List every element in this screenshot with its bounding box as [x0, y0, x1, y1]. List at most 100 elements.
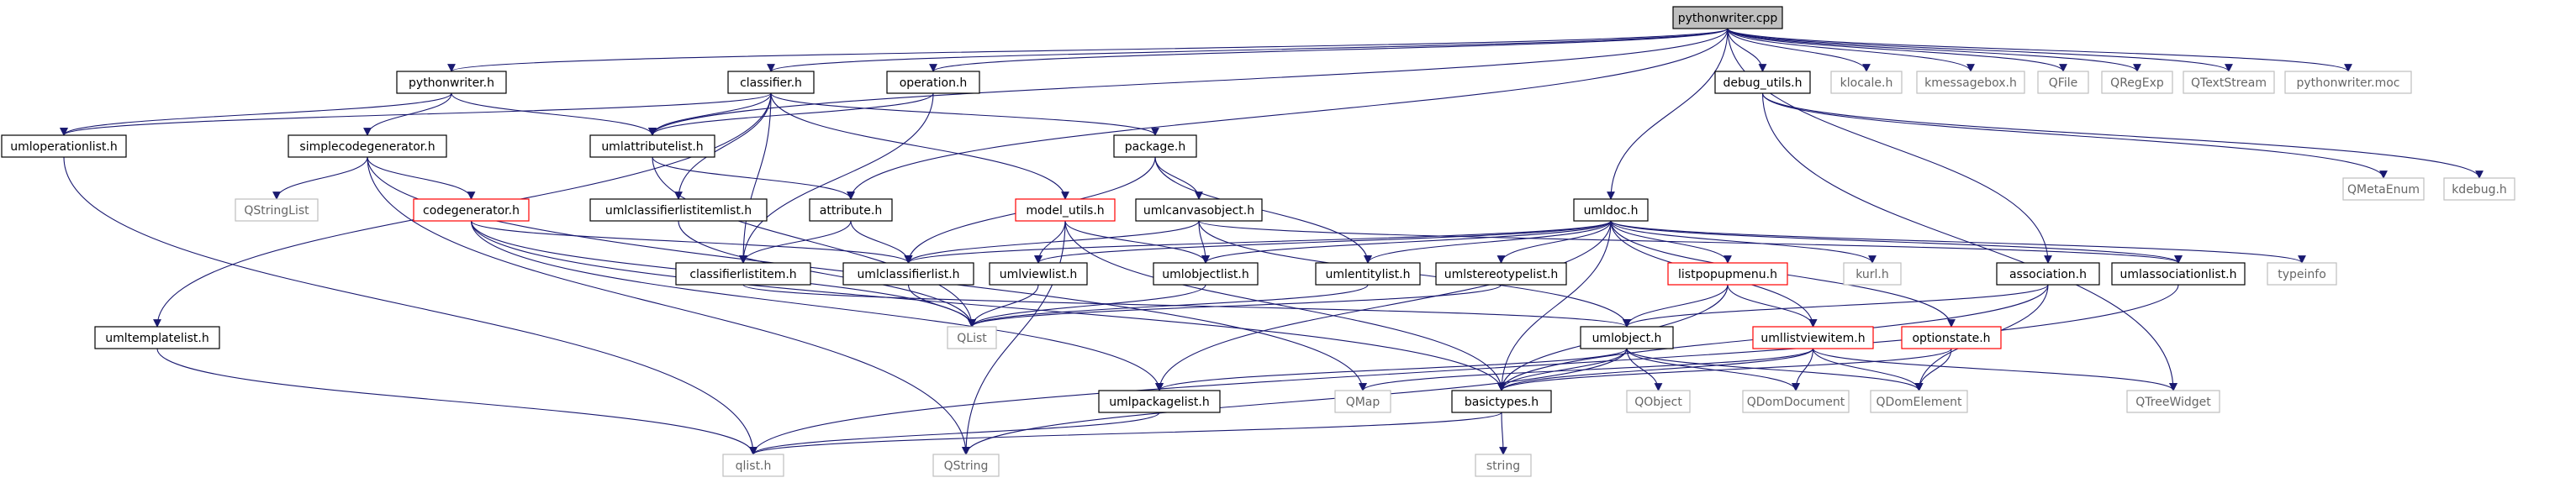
- node-box[interactable]: [932, 454, 1000, 477]
- node-box[interactable]: [2342, 177, 2425, 201]
- node-kdebug-h[interactable]: kdebug.h: [2443, 177, 2515, 201]
- node-QRegExp[interactable]: QRegExp: [2101, 71, 2173, 94]
- node-box[interactable]: [1315, 262, 1421, 286]
- node-QStringList[interactable]: QStringList: [235, 198, 319, 222]
- node-box[interactable]: [675, 262, 811, 286]
- node-box[interactable]: [396, 71, 507, 94]
- node-QList[interactable]: QList: [947, 326, 997, 349]
- node-model-utils-h[interactable]: model_utils.h: [1015, 198, 1116, 222]
- node-box[interactable]: [1870, 390, 1968, 413]
- node-box[interactable]: [1580, 326, 1674, 349]
- node-box[interactable]: [1475, 454, 1532, 477]
- node-box[interactable]: [809, 198, 893, 222]
- node-box[interactable]: [1098, 390, 1221, 413]
- node-box[interactable]: [235, 198, 319, 222]
- node-umlstereotypelist-h[interactable]: umlstereotypelist.h: [1435, 262, 1567, 286]
- node-package-h[interactable]: package.h: [1113, 134, 1197, 158]
- node-box[interactable]: [1, 134, 127, 158]
- node-QTreeWidget[interactable]: QTreeWidget: [2126, 390, 2220, 413]
- node-qlist-h[interactable]: qlist.h: [722, 454, 784, 477]
- node-QDomElement[interactable]: QDomElement: [1870, 390, 1968, 413]
- node-umlentitylist-h[interactable]: umlentitylist.h: [1315, 262, 1421, 286]
- node-box[interactable]: [886, 71, 980, 94]
- node-pythonwriter-cpp[interactable]: pythonwriter.cpp: [1672, 6, 1783, 29]
- node-box[interactable]: [94, 326, 220, 349]
- node-box[interactable]: [288, 134, 447, 158]
- node-box[interactable]: [722, 454, 784, 477]
- node-umldoc-h[interactable]: umldoc.h: [1573, 198, 1649, 222]
- node-pythonwriter-moc[interactable]: pythonwriter.moc: [2284, 71, 2412, 94]
- node-QObject[interactable]: QObject: [1626, 390, 1691, 413]
- node-box[interactable]: [1714, 71, 1811, 94]
- node-box[interactable]: [1435, 262, 1567, 286]
- node-box[interactable]: [2443, 177, 2515, 201]
- node-association-h[interactable]: association.h: [1996, 262, 2100, 286]
- node-umllistviewitem-h[interactable]: umllistviewitem.h: [1752, 326, 1874, 349]
- node-QMetaEnum[interactable]: QMetaEnum: [2342, 177, 2425, 201]
- node-box[interactable]: [1752, 326, 1874, 349]
- node-QMap[interactable]: QMap: [1334, 390, 1391, 413]
- node-box[interactable]: [589, 134, 715, 158]
- node-basictypes-h[interactable]: basictypes.h: [1451, 390, 1552, 413]
- node-QFile[interactable]: QFile: [2037, 71, 2089, 94]
- node-box[interactable]: [2101, 71, 2173, 94]
- node-box[interactable]: [1451, 390, 1552, 413]
- node-box[interactable]: [1667, 262, 1788, 286]
- node-box[interactable]: [727, 71, 815, 94]
- node-QString[interactable]: QString: [932, 454, 1000, 477]
- node-box[interactable]: [1672, 6, 1783, 29]
- node-umlclassifierlistitemlist-h[interactable]: umlclassifierlistitemlist.h: [589, 198, 768, 222]
- node-box[interactable]: [1830, 71, 1903, 94]
- node-umlviewlist-h[interactable]: umlviewlist.h: [989, 262, 1088, 286]
- node-box[interactable]: [1015, 198, 1116, 222]
- node-box[interactable]: [1135, 198, 1263, 222]
- node-umlattributelist-h[interactable]: umlattributelist.h: [589, 134, 715, 158]
- node-box[interactable]: [1113, 134, 1197, 158]
- node-attribute-h[interactable]: attribute.h: [809, 198, 893, 222]
- node-optionstate-h[interactable]: optionstate.h: [1901, 326, 2002, 349]
- node-box[interactable]: [1843, 262, 1902, 286]
- node-box[interactable]: [947, 326, 997, 349]
- node-umlpackagelist-h[interactable]: umlpackagelist.h: [1098, 390, 1221, 413]
- node-box[interactable]: [1573, 198, 1649, 222]
- node-box[interactable]: [1742, 390, 1850, 413]
- node-operation-h[interactable]: operation.h: [886, 71, 980, 94]
- node-umlcanvasobject-h[interactable]: umlcanvasobject.h: [1135, 198, 1263, 222]
- node-listpopupmenu-h[interactable]: listpopupmenu.h: [1667, 262, 1788, 286]
- node-box[interactable]: [2183, 71, 2275, 94]
- node-kmessagebox-h[interactable]: kmessagebox.h: [1916, 71, 2025, 94]
- node-kurl-h[interactable]: kurl.h: [1843, 262, 1902, 286]
- node-classifierlistitem-h[interactable]: classifierlistitem.h: [675, 262, 811, 286]
- node-box[interactable]: [1916, 71, 2025, 94]
- node-box[interactable]: [1334, 390, 1391, 413]
- node-codegenerator-h[interactable]: codegenerator.h: [413, 198, 530, 222]
- node-box[interactable]: [989, 262, 1088, 286]
- node-umlobject-h[interactable]: umlobject.h: [1580, 326, 1674, 349]
- node-box[interactable]: [1901, 326, 2002, 349]
- node-box[interactable]: [2284, 71, 2412, 94]
- node-umloperationlist-h[interactable]: umloperationlist.h: [1, 134, 127, 158]
- node-box[interactable]: [1626, 390, 1691, 413]
- node-debug-utils-h[interactable]: debug_utils.h: [1714, 71, 1811, 94]
- node-pythonwriter-h[interactable]: pythonwriter.h: [396, 71, 507, 94]
- node-klocale-h[interactable]: klocale.h: [1830, 71, 1903, 94]
- node-box[interactable]: [2111, 262, 2246, 286]
- node-box[interactable]: [413, 198, 530, 222]
- node-box[interactable]: [589, 198, 768, 222]
- node-box[interactable]: [2037, 71, 2089, 94]
- node-string[interactable]: string: [1475, 454, 1532, 477]
- node-umlclassifierlist-h[interactable]: umlclassifierlist.h: [842, 262, 974, 286]
- node-box[interactable]: [1153, 262, 1259, 286]
- node-classifier-h[interactable]: classifier.h: [727, 71, 815, 94]
- node-umltemplatelist-h[interactable]: umltemplatelist.h: [94, 326, 220, 349]
- node-umlobjectlist-h[interactable]: umlobjectlist.h: [1153, 262, 1259, 286]
- node-typeinfo[interactable]: typeinfo: [2267, 262, 2337, 286]
- node-box[interactable]: [842, 262, 974, 286]
- node-QDomDocument[interactable]: QDomDocument: [1742, 390, 1850, 413]
- node-box[interactable]: [2126, 390, 2220, 413]
- node-umlassociationlist-h[interactable]: umlassociationlist.h: [2111, 262, 2246, 286]
- node-box[interactable]: [1996, 262, 2100, 286]
- node-box[interactable]: [2267, 262, 2337, 286]
- node-QTextStream[interactable]: QTextStream: [2183, 71, 2275, 94]
- node-simplecodegenerator-h[interactable]: simplecodegenerator.h: [288, 134, 447, 158]
